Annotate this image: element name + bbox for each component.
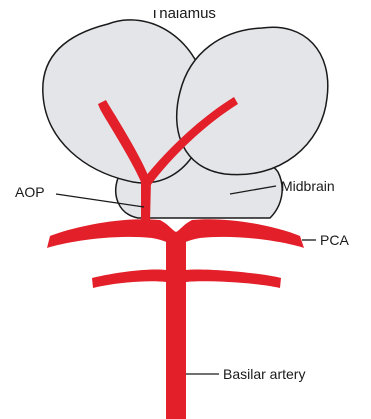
right-thalamus-lobe [177,27,328,174]
sca-arch [92,269,281,288]
thalamus-label: Thalamus [150,5,216,22]
midbrain-label: Midbrain [281,178,335,194]
pca-label: PCA [320,232,349,248]
basilar-artery-label: Basilar artery [223,366,305,382]
aop-label: AOP [15,184,45,200]
pca-arch [47,219,304,248]
aop-trunk [141,180,151,222]
basilar-artery [166,238,186,419]
